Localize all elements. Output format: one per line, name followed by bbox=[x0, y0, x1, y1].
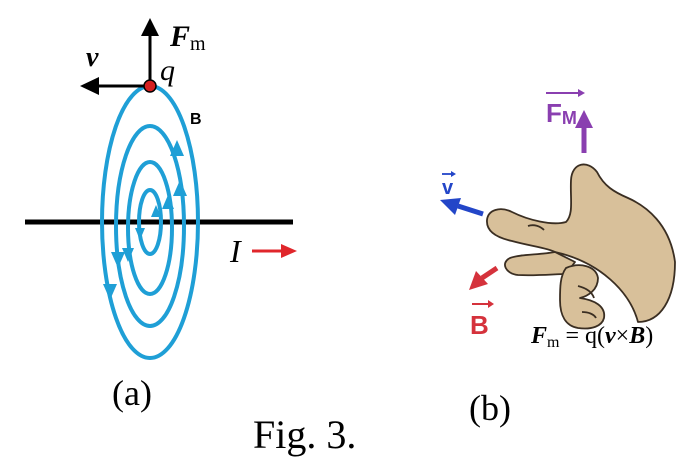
svg-text:B: B bbox=[470, 310, 489, 340]
vector-overarrow-head bbox=[488, 300, 494, 308]
hand-icon bbox=[486, 163, 676, 330]
field-arrow-b bbox=[480, 265, 499, 281]
hand-crease bbox=[527, 224, 545, 231]
current-arrowhead bbox=[281, 244, 297, 258]
field-loop-4 bbox=[137, 188, 163, 256]
hand-curled-fingers bbox=[559, 264, 606, 330]
field-loop-3 bbox=[126, 160, 174, 296]
field-arrow-down bbox=[135, 228, 145, 240]
hand-crease bbox=[577, 285, 595, 299]
hand-crease bbox=[581, 311, 597, 319]
velocity-arrowhead bbox=[80, 77, 99, 95]
caption-a: (a) bbox=[112, 373, 152, 413]
field-label-b: B bbox=[470, 300, 494, 340]
lorentz-formula: Fm = q(v×B) bbox=[530, 323, 653, 351]
velocity-arrowhead-b bbox=[440, 198, 461, 215]
field-arrow-down bbox=[111, 252, 125, 268]
figure-caption: Fig. 3. bbox=[253, 412, 356, 457]
panel-b: FM v B Fm = q(v×B) (b) bbox=[440, 89, 676, 428]
velocity-label-a: v bbox=[86, 42, 99, 73]
vector-overarrow-head bbox=[578, 89, 585, 97]
field-arrow-up bbox=[162, 195, 174, 209]
hand-middle-finger bbox=[504, 251, 576, 277]
field-arrowhead-b bbox=[469, 271, 488, 290]
field-arrow-down bbox=[122, 248, 134, 262]
field-arrowheads bbox=[103, 140, 187, 300]
force-label-a: Fm bbox=[169, 20, 206, 55]
force-label-b: FM bbox=[546, 89, 585, 128]
svg-text:FM: FM bbox=[546, 98, 577, 128]
field-loop-2 bbox=[114, 124, 186, 328]
caption-b: (b) bbox=[469, 388, 511, 428]
field-arrow-up bbox=[151, 205, 161, 217]
hand-thumb-index bbox=[486, 163, 676, 323]
field-arrow-down bbox=[103, 284, 117, 300]
charge-label-a: q bbox=[160, 54, 175, 87]
force-arrowhead-b bbox=[575, 110, 593, 128]
svg-text:v: v bbox=[442, 177, 454, 199]
panel-a: Fm v q B I (a) bbox=[25, 18, 297, 413]
current-label-a: I bbox=[229, 233, 242, 269]
force-arrowhead bbox=[141, 18, 159, 36]
velocity-arrow-b bbox=[457, 203, 484, 217]
velocity-label-b: v bbox=[442, 171, 456, 199]
field-arrow-up bbox=[173, 180, 187, 196]
charge-dot bbox=[143, 79, 157, 93]
field-arrow-up bbox=[170, 140, 184, 156]
vector-overarrow-head bbox=[451, 171, 456, 177]
field-label-a: B bbox=[190, 111, 202, 128]
